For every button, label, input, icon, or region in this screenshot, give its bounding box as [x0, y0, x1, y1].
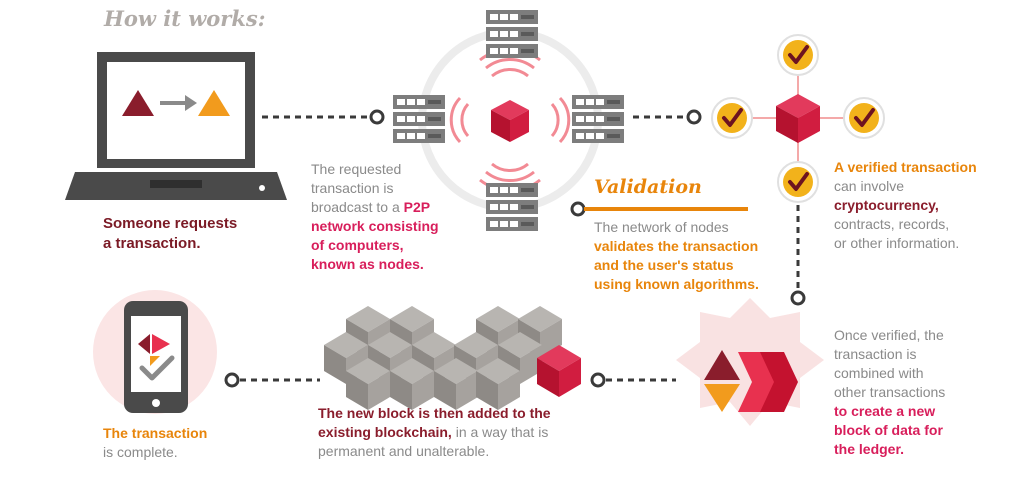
step2-line2: transaction is [311, 180, 394, 196]
step4-line1: can involve [834, 178, 905, 194]
step6-text: The new block is then added to the exist… [318, 404, 551, 461]
step4-orange1: A verified transaction [834, 159, 977, 175]
step7-orange1: The transaction [103, 425, 208, 441]
step4-text: A verified transaction can involve crypt… [834, 158, 977, 253]
validation-heading: Validation [594, 176, 702, 198]
step1-text: Someone requests a transaction. [103, 214, 237, 254]
step3-line1: The network of nodes [594, 219, 729, 235]
step3-orange1: validates the transaction [594, 238, 759, 254]
step1-line1: Someone requests [103, 215, 238, 232]
step2-pink3: of computers, [311, 237, 404, 253]
step2-line3: broadcast to a [311, 199, 404, 215]
step2-pink4: known as nodes. [311, 256, 424, 272]
step7-line1: is complete. [103, 444, 178, 460]
step1-line2: a transaction. [103, 235, 201, 252]
step2-text: The requested transaction is broadcast t… [311, 160, 439, 274]
step6-maroon1: The new block is then added to the [318, 405, 551, 421]
step5-line3: combined with [834, 365, 924, 381]
step7-text: The transaction is complete. [103, 424, 207, 462]
step2-pink2: network consisting [311, 218, 439, 234]
step5-line4: other transactions [834, 384, 946, 400]
verified-cluster [710, 33, 886, 204]
laptop-icon [65, 52, 287, 200]
step6-line2: permanent and unalterable. [318, 443, 490, 459]
new-block-burst [676, 298, 824, 426]
step4-line2: contracts, records, [834, 216, 950, 232]
step5-line2: transaction is [834, 346, 917, 362]
step4-line3: or other information. [834, 235, 960, 251]
step3-text: The network of nodes validates the trans… [594, 218, 759, 294]
blockchain-icon [324, 306, 581, 410]
step5-pink3: the ledger. [834, 441, 905, 457]
step2-line1: The requested [311, 161, 402, 177]
step4-crypto: cryptocurrency, [834, 197, 939, 213]
phone-icon [93, 290, 217, 414]
step3-orange2: and the user's status [594, 257, 734, 273]
step3-orange3: using known algorithms. [594, 276, 759, 292]
step2-p2p: P2P [403, 199, 431, 215]
step6-maroon2: existing blockchain, [318, 424, 452, 440]
step5-pink2: block of data for [834, 422, 943, 438]
step5-text: Once verified, the transaction is combin… [834, 326, 945, 459]
step5-line1: Once verified, the [834, 327, 944, 343]
step5-pink1: to create a new [834, 403, 936, 419]
p2p-network [393, 10, 624, 231]
page-title: How it works: [104, 6, 266, 31]
step6-line1: in a way that is [451, 424, 549, 440]
